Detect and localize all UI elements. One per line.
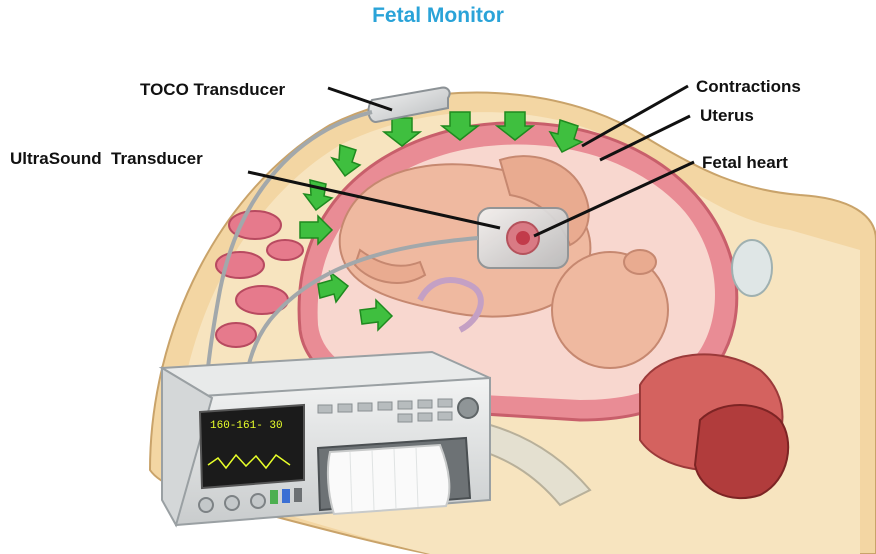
fetus-ear	[624, 250, 656, 274]
monitor-knob	[458, 398, 478, 418]
monitor-screen	[200, 405, 304, 488]
rectum	[695, 405, 788, 498]
ultrasound-transducer	[478, 208, 568, 268]
pubic-bone	[732, 240, 772, 296]
screen-readout: 160-161- 30	[210, 420, 283, 432]
contractions-label: Contractions	[696, 77, 801, 97]
fetal-monitor-device: 160-161- 30	[162, 352, 490, 525]
uterus-label: Uterus	[700, 106, 754, 126]
diagram-title: Fetal Monitor	[0, 4, 876, 28]
fetal-heart-label: Fetal heart	[702, 153, 788, 173]
toco-transducer-label: TOCO Transducer	[140, 80, 285, 100]
ultrasound-transducer-label: UltraSound Transducer	[10, 149, 203, 169]
paper-roll	[328, 445, 449, 514]
